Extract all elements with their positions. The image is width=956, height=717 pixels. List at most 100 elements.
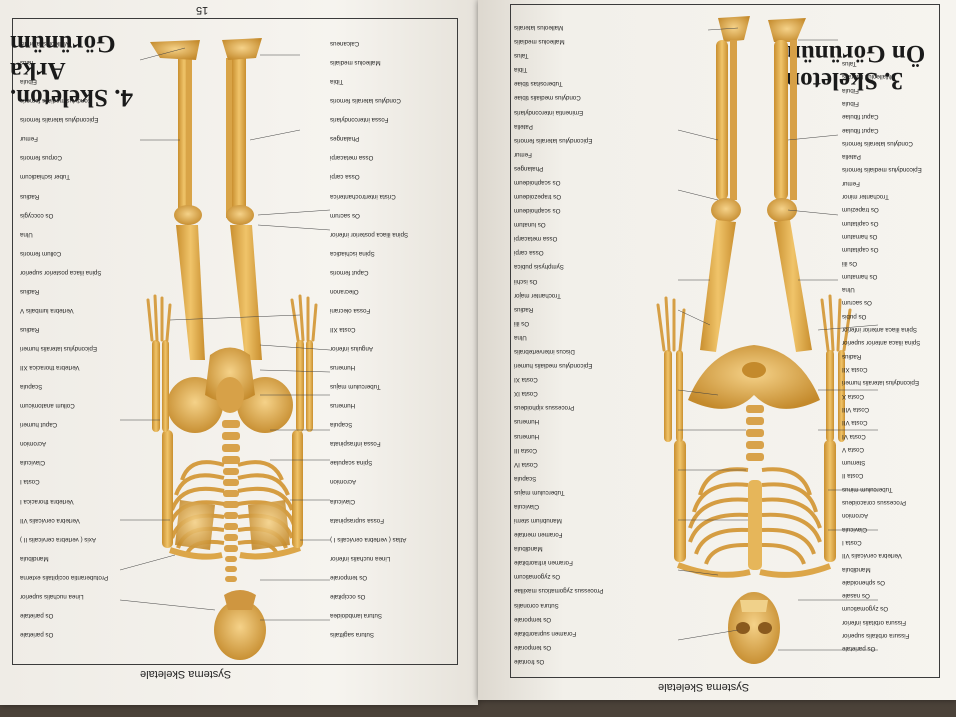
anatomy-label: Costa XI bbox=[514, 376, 538, 384]
anatomy-label: Foramen supraorbitale bbox=[514, 629, 577, 637]
anatomy-label: Clavicula bbox=[842, 525, 868, 533]
anatomy-label: Femur bbox=[20, 135, 38, 143]
anatomy-label: Os ischii bbox=[514, 277, 538, 285]
anatomy-label: Costa VI bbox=[842, 432, 866, 440]
anatomy-label: Sutura sagittalis bbox=[330, 630, 375, 638]
anatomy-label: Os parietale bbox=[20, 611, 54, 619]
anatomy-label: Linea nuchalis superior bbox=[20, 592, 84, 600]
anatomy-label: Clavicula bbox=[330, 497, 356, 505]
anatomy-label: Ossa metacarpi bbox=[330, 154, 374, 162]
anatomy-label: Costa VIII bbox=[842, 405, 870, 413]
anatomy-label: Epicondylus medialis femoris bbox=[842, 166, 922, 174]
anatomy-label: Os hamatum bbox=[842, 232, 878, 240]
anatomy-label: Trochanter major bbox=[514, 291, 561, 299]
anatomy-label: Ulna bbox=[842, 286, 855, 294]
anatomy-label: Os parietale bbox=[20, 630, 54, 638]
anatomy-label: Sutura coronalis bbox=[514, 601, 559, 609]
anatomy-label: Costa IX bbox=[514, 390, 538, 398]
anatomy-label: Collum anatomicum bbox=[20, 402, 75, 410]
anatomy-label: Os ilii bbox=[514, 319, 530, 327]
anatomy-label: Caput fibulae bbox=[842, 113, 879, 121]
anatomy-label: Epicondylus lateralis femoris bbox=[514, 136, 593, 144]
anatomy-label: Os temporale bbox=[330, 573, 368, 581]
anatomy-label: Humerus bbox=[330, 402, 356, 410]
anatomy-label: Malleolus lateralis bbox=[514, 24, 564, 31]
anatomy-label: Fibula bbox=[842, 86, 859, 94]
anatomy-label: Os sacrum bbox=[842, 299, 872, 307]
anatomy-label: Radius bbox=[20, 287, 40, 295]
anatomy-label: Os trapezium bbox=[842, 206, 879, 214]
anatomy-label: Talus bbox=[842, 60, 857, 67]
anatomy-label: Tibia bbox=[514, 66, 528, 74]
anatomy-label: Os frontale bbox=[514, 657, 545, 665]
anatomy-label: Vertebra cervicalis VII bbox=[20, 516, 80, 524]
anatomy-label: Radius bbox=[514, 305, 534, 313]
anatomy-label: Discus intervertebralis bbox=[514, 348, 575, 355]
right-leader-lines bbox=[677, 27, 879, 651]
anatomy-label: Os pubis bbox=[842, 312, 867, 320]
anatomy-label: Foramen infraorbitale bbox=[514, 559, 573, 567]
anatomy-label: Mandibula bbox=[842, 565, 871, 573]
anatomy-label: Axis ( vertebra cervicalis II ) bbox=[20, 535, 96, 543]
anatomy-label: Angulus inferior bbox=[330, 345, 373, 352]
anatomy-label: Os parietale bbox=[842, 645, 876, 653]
anatomy-label: Collum femoris bbox=[20, 249, 62, 257]
anatomy-label: Fossa intercondylaris bbox=[330, 116, 389, 124]
anatomy-label: Fossa supraspinata bbox=[330, 516, 384, 524]
anatomy-label: Eminentia intercondylaris bbox=[514, 108, 584, 116]
anatomy-label: Processus zygomaticus maxillae bbox=[514, 587, 604, 595]
anatomy-label: Os nasale bbox=[842, 592, 870, 600]
anatomy-label: Fibula bbox=[20, 78, 37, 86]
anatomy-label: Radius bbox=[842, 352, 862, 360]
anatomy-label: Os coccygis bbox=[20, 211, 54, 219]
anatomy-label: Symphysis pubica bbox=[514, 263, 564, 271]
anatomy-label: Os zygomaticum bbox=[514, 573, 561, 581]
anatomy-label: Costa III bbox=[514, 446, 538, 454]
anatomy-label: Condylus medialis femoris bbox=[20, 97, 93, 105]
anatomy-label: Os capitatum bbox=[842, 246, 879, 254]
anatomy-label: Mandibula bbox=[514, 545, 543, 553]
anatomy-label: Condylus lateralis femoris bbox=[330, 97, 401, 105]
anatomy-label: Costa IV bbox=[514, 460, 538, 468]
anatomy-label: Olecranon bbox=[330, 287, 359, 295]
anatomy-label: Vertebra thoracica XII bbox=[20, 364, 80, 372]
anatomy-label: Caput femoris bbox=[330, 268, 369, 276]
anatomy-label: Malleolus lateralis bbox=[20, 40, 70, 47]
anatomy-label: Tuberculum minus bbox=[842, 485, 893, 493]
anatomy-label: Patella bbox=[842, 153, 861, 161]
anatomy-label: Corpus femoris bbox=[20, 154, 62, 162]
anatomy-label: Scapula bbox=[514, 474, 537, 482]
anatomy-label: Spina iliaca posterior superior bbox=[20, 268, 102, 276]
anatomy-label: Os lunatum bbox=[514, 221, 546, 229]
anatomy-label: Costa XII bbox=[842, 366, 868, 373]
posterior-skeleton-illustration bbox=[119, 38, 331, 660]
left-leader-lines bbox=[119, 47, 331, 621]
anatomy-label: Ossa carpi bbox=[514, 249, 544, 257]
anatomy-label: Spina iliaca anterior superior bbox=[842, 339, 921, 347]
skeleton-posterior-body bbox=[146, 38, 318, 660]
anatomy-label: Humerus bbox=[330, 364, 356, 372]
anatomy-label: Spina ischiadica bbox=[330, 249, 375, 257]
anatomy-label: Fossa infraspinata bbox=[330, 440, 381, 448]
anatomy-label: Talus bbox=[20, 59, 35, 67]
anatomy-label: Patella bbox=[514, 122, 533, 130]
anatomy-label: Os capitatum bbox=[842, 219, 879, 227]
anatomy-label: Ossa carpi bbox=[330, 173, 360, 181]
anatomy-label: Ulna bbox=[20, 230, 33, 238]
anatomy-label: Os sacrum bbox=[330, 211, 360, 219]
anatomy-label: Epicondylus lateralis humeri bbox=[842, 379, 920, 387]
right-page: 3. Skeleton. Ön Görünüm Systema Skeletal… bbox=[478, 0, 956, 700]
anatomy-label: Vertebra lumbalis V bbox=[20, 306, 74, 314]
anatomy-label: Trochanter minor bbox=[842, 193, 889, 201]
anatomy-label: Malleolus medialis bbox=[514, 38, 565, 46]
anatomy-label: Atlas ( vertebra cervicalis I ) bbox=[330, 535, 407, 543]
anatomy-label: Os hamatum bbox=[842, 272, 878, 280]
anatomy-label: Fibula bbox=[842, 99, 859, 107]
anatomy-label: Costa II bbox=[842, 472, 864, 480]
anatomy-label: Ossa metacarpi bbox=[514, 235, 558, 243]
anatomy-label: Malleolus medialis bbox=[330, 59, 381, 67]
anatomy-label: Caput fibulae bbox=[842, 126, 879, 134]
anatomy-label: Fissura orbitalis superior bbox=[842, 632, 910, 640]
anatomy-label: Linea nuchalis inferior bbox=[330, 554, 391, 562]
anatomy-label: Tuberculum majus bbox=[330, 383, 381, 391]
